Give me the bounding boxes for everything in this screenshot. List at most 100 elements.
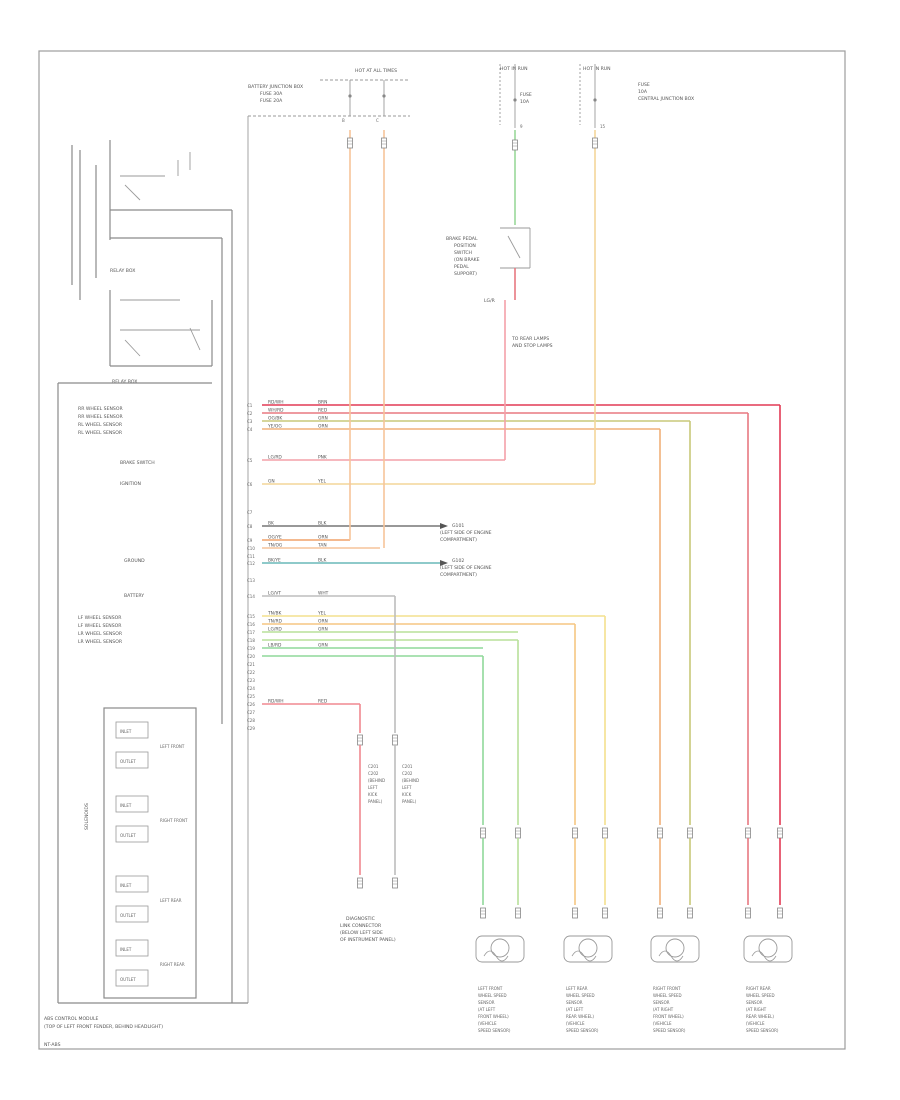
dlc-label: LINK CONNECTOR	[340, 923, 382, 929]
connector-label: KICK	[368, 792, 378, 797]
inline-connector	[480, 907, 486, 919]
inline-connector	[592, 137, 598, 149]
sensor-label: (VEHICLE	[653, 1021, 672, 1026]
sensor-label: (VEHICLE	[746, 1021, 765, 1026]
ecu-pin: C27	[247, 710, 255, 715]
sensor-label: SPEED SENSOR)	[566, 1028, 599, 1033]
abs-module: RELAY BOX RELAY BOX RR WHEEL SENSOR RR W…	[44, 140, 248, 1048]
connector-label: PANEL)	[368, 799, 383, 804]
connector-label: C202	[402, 771, 413, 776]
ground-arrow	[440, 560, 448, 566]
wire-code-label: GRN	[318, 416, 328, 422]
ecu-sensor-label: RL WHEEL SENSOR	[78, 422, 123, 428]
sensor-label: WHEEL SPEED	[566, 993, 595, 998]
ecu-pin: C11	[247, 554, 255, 559]
ecu-pin: C22	[247, 670, 255, 675]
inline-connector	[515, 827, 521, 839]
wire-circuit-label: RD/WH	[268, 400, 284, 406]
inline-connector	[347, 137, 353, 149]
sensor-label: (AT LEFT	[478, 1007, 496, 1012]
ecu-sensor-label: LR WHEEL SENSOR	[78, 639, 123, 645]
sensor-label: LEFT REAR	[566, 986, 588, 991]
fuse-label: BATTERY JUNCTION BOX	[248, 84, 303, 90]
inline-connector	[602, 907, 608, 919]
inline-connector	[480, 827, 486, 839]
brake-wire-note: AND STOP LAMPS	[512, 343, 553, 349]
wire-code-label: YEL	[317, 479, 326, 485]
sensor-label: (VEHICLE	[566, 1021, 585, 1026]
ecu-pin: C21	[247, 662, 255, 667]
ecu-pin: C1	[247, 403, 253, 408]
dlc-label: OF INSTRUMENT PANEL)	[340, 937, 396, 943]
wire-layer: C1C2C3C4C5C6C7C8C9C10C11C12C13C14C15C16C…	[247, 130, 783, 919]
ecu-pin: C2	[247, 411, 253, 416]
sensor-label: RIGHT REAR	[746, 986, 771, 991]
fuse-label: FUSE 20A	[260, 98, 283, 104]
wire-code-label: YEL	[317, 611, 326, 617]
switch-label: BRAKE PEDAL	[446, 236, 478, 242]
sensor-label: (AT RIGHT	[746, 1007, 767, 1012]
ecu-battery-label: BATTERY	[124, 593, 144, 599]
ecu-pin: C13	[247, 578, 255, 583]
wire-circuit-label: YE/OG	[267, 424, 282, 430]
inline-connector	[745, 907, 751, 919]
inline-connector	[512, 139, 518, 151]
ecu-pin: C20	[247, 654, 255, 659]
wire-circuit-label: OG/BK	[268, 416, 282, 422]
ground-label: G102	[452, 558, 464, 564]
brake-pedal-switch: BRAKE PEDAL POSITION SWITCH (ON BRAKE PE…	[446, 227, 553, 349]
connector-label: LEFT	[402, 785, 412, 790]
fuse-label: CENTRAL JUNCTION BOX	[638, 96, 694, 102]
wire-code-label: BLK	[318, 521, 326, 527]
wire-circuit-label: WH/RD	[268, 408, 284, 414]
inline-connector	[687, 827, 693, 839]
inline-connector	[657, 907, 663, 919]
sensor-label: REAR WHEEL)	[566, 1014, 594, 1019]
connector-label: (BEHIND	[402, 778, 419, 783]
wire-code-label: RED	[318, 699, 328, 705]
connector-label: KICK	[402, 792, 412, 797]
ground-label: COMPARTMENT)	[440, 572, 477, 578]
ecu-subtitle: (TOP OF LEFT FRONT FENDER, BEHIND HEADLI…	[44, 1024, 163, 1030]
sensor-body	[650, 935, 700, 963]
sensor-label: LEFT FRONT	[478, 986, 503, 991]
valve-group: LEFT FRONT	[160, 744, 185, 749]
wire-circuit-label: RD/WH	[268, 699, 284, 705]
wire-code-label: ORN	[318, 424, 328, 430]
connector-label: C201	[368, 764, 379, 769]
wire-code-label: BLK	[318, 558, 326, 564]
sensor-label: (VEHICLE	[478, 1021, 497, 1026]
valve-stack: INLET OUTLET INLET OUTLET INLET OUTLET I…	[115, 721, 188, 987]
ecu-sensor-label: LF WHEEL SENSOR	[78, 623, 122, 629]
inline-connector	[777, 827, 783, 839]
wire-code-label: BRN	[318, 400, 327, 406]
wire-circuit-label: OG/YE	[268, 535, 282, 541]
fuse-label: HOT IN RUN	[583, 66, 611, 72]
wire-circuit-label: BK/YE	[268, 558, 281, 564]
ecu-sensor-label: RL WHEEL SENSOR	[78, 430, 123, 436]
valve-group: RIGHT FRONT	[160, 818, 188, 823]
connector-label: C201	[402, 764, 413, 769]
switch-label: SUPPORT)	[454, 271, 477, 277]
switch-label: PEDAL	[454, 264, 469, 270]
inline-connector	[515, 907, 521, 919]
switch-label: (ON BRAKE	[454, 257, 480, 263]
sensor-label: SENSOR	[653, 1000, 670, 1005]
sensor-label: WHEEL SPEED	[653, 993, 682, 998]
sensor-coil-icon	[490, 938, 510, 958]
inline-connector	[687, 907, 693, 919]
valve-label: OUTLET	[120, 977, 136, 982]
diagnostic-connector: DIAGNOSTIC LINK CONNECTOR (BELOW LEFT SI…	[340, 916, 396, 943]
valve-label: INLET	[120, 947, 132, 952]
sensor-label: FRONT WHEEL)	[653, 1014, 684, 1019]
sensor-label: WHEEL SPEED	[746, 993, 775, 998]
brake-wire-note: TO REAR LAMPS	[511, 336, 549, 342]
sensor-label: SENSOR	[746, 1000, 763, 1005]
wire-circuit-label: TN/OG	[267, 543, 283, 549]
ecu-sensor-label: LR WHEEL SENSOR	[78, 631, 123, 637]
fuse-label: FUSE	[520, 92, 532, 98]
inline-connector	[602, 827, 608, 839]
